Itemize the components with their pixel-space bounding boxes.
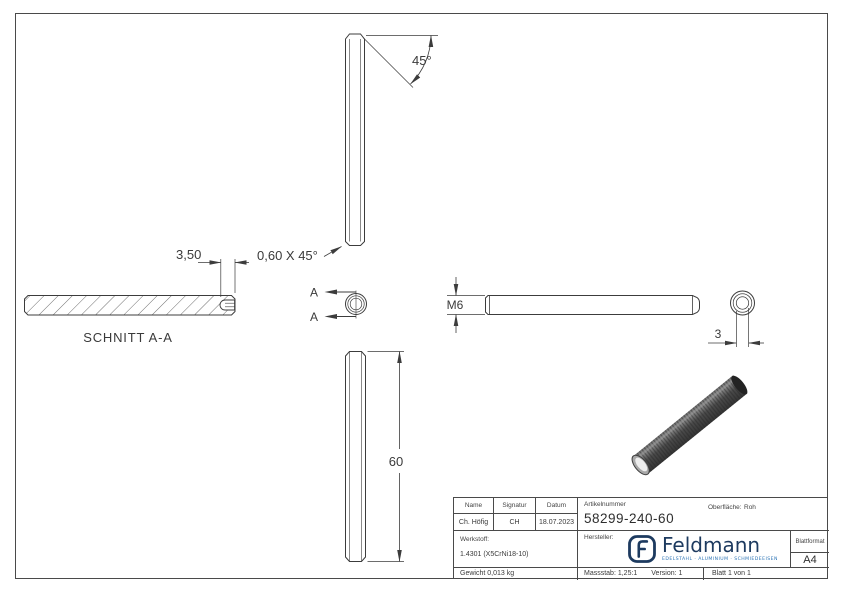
view-end-right [708,290,764,347]
name-header: Name [454,498,494,514]
view-rod-side [447,277,700,333]
artikelnummer-label: Artikelnummer [584,501,626,508]
gewicht-cell: Gewicht 0,013 kg [454,568,578,580]
werkstoff-cell: Werkstoff: 1.4301 (X5CrNi18-10) [454,531,578,568]
render-threaded-rod-3d [631,375,748,476]
chamfer-note: 0,60 X 45° [257,246,342,263]
section-cut-indicator [324,289,367,319]
view-rod-top [345,33,438,246]
blattformat-value: A4 [791,553,829,568]
view-rod-front-full [345,351,404,562]
cut-arrow-label-top: A [310,286,318,300]
artikelnummer-cell: Artikelnummer Oberfläche: Roh 58299-240-… [578,498,829,531]
title-block: Name Signatur Datum Ch. Höfig CH 18.07.2… [453,497,829,580]
version-value: Version: 1 [651,570,683,577]
oberflaeche-label: Oberfläche: [708,504,742,511]
werkstoff-value: 1.4301 (X5CrNi18-10) [460,551,529,558]
name-value: Ch. Höfig [454,514,494,531]
sheet-border-frame [15,13,828,579]
dim-chamfer-note: 0,60 X 45° [257,248,318,263]
werkstoff-label: Werkstoff: [460,536,490,543]
blatt-cell: Blatt 1 von 1 [712,570,751,577]
dim-depth-350: 3,50 [176,247,201,262]
signatur-header: Signatur [494,498,536,514]
feldmann-logo-icon [628,535,656,563]
feldmann-logo-tagline: EDELSTAHL · ALUMINIUM · SCHMIEDEEISEN [662,557,778,562]
feldmann-logo-brand: Feldmann [662,533,761,557]
section-view-label: SCHNITT A-A [83,330,172,345]
feldmann-logo: Feldmann EDELSTAHL · ALUMINIUM · SCHMIED… [628,535,778,563]
cut-arrow-label-bottom: A [310,310,318,324]
dim-thread-m6: M6 [447,298,464,312]
blattformat-label: Blattformat [791,531,829,553]
dim-bore-3: 3 [715,327,722,341]
signatur-value: CH [494,514,536,531]
dim-angle-45: 45° [412,53,432,68]
hersteller-cell: Hersteller: Feldmann EDELSTAHL · ALUMINI… [578,531,791,568]
oberflaeche-value: Roh [744,504,756,511]
hersteller-label: Hersteller: [584,534,614,541]
artikelnummer-value: 58299-240-60 [584,511,675,526]
datum-value: 18.07.2023 [536,514,578,531]
datum-header: Datum [536,498,578,514]
view-section-aa [24,259,249,316]
massstab-value: Massstab: 1,25:1 [584,570,638,577]
massstab-cell: Massstab: 1,25:1 Version: 1 [578,568,704,580]
dim-length-60: 60 [389,454,403,469]
